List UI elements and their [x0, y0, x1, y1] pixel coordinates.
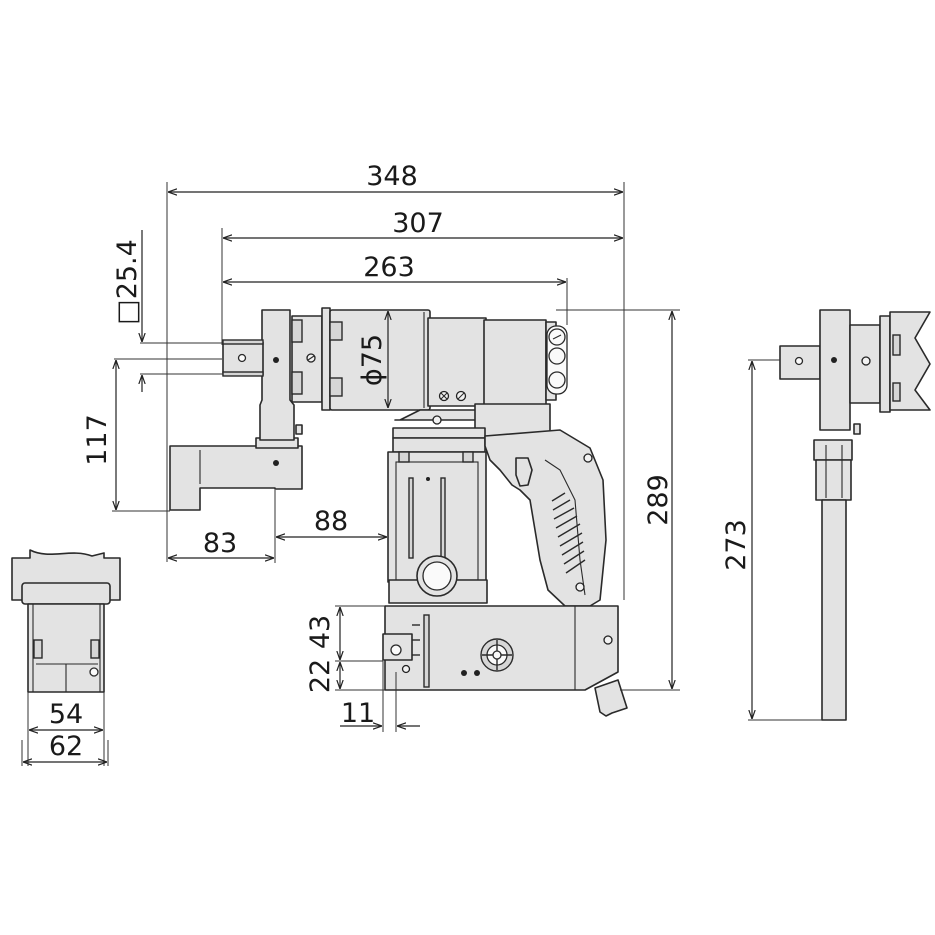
dim-overall-length: 348	[366, 161, 418, 192]
side-view	[169, 307, 628, 717]
dim-length-to-motor: 263	[363, 252, 415, 283]
motor-housing	[427, 317, 568, 417]
handle-grip	[484, 429, 607, 607]
dimension-labels: 348 307 263 □25.4 117 ϕ75 83 88 289 43 2…	[49, 161, 752, 762]
gear-column	[387, 427, 488, 604]
dim-front-inner: 54	[49, 699, 83, 730]
dial-switch-icon	[480, 638, 514, 672]
base-box	[382, 605, 619, 691]
front-end-view	[11, 549, 121, 693]
dim-front-outer: 62	[49, 731, 83, 762]
dim-base-step: 11	[341, 698, 375, 729]
dim-foot-to-handle: 88	[314, 506, 348, 537]
dim-foot-length: 83	[203, 528, 237, 559]
gear-head	[321, 307, 431, 411]
power-cord	[594, 679, 628, 717]
dim-base-upper: 43	[305, 615, 336, 649]
rear-socket-view	[779, 309, 931, 721]
dim-socket-offset: 117	[82, 414, 113, 466]
reaction-arm	[255, 309, 303, 449]
dim-motor-diameter: ϕ75	[357, 334, 388, 386]
dim-length-to-socket: 307	[392, 208, 444, 239]
socket-coupling	[291, 315, 323, 403]
dim-overall-height: 289	[643, 474, 674, 526]
square-drive	[222, 339, 264, 377]
grip-ridges	[551, 492, 586, 574]
dim-base-lower: 22	[305, 659, 336, 693]
dim-square-drive: □25.4	[112, 239, 143, 325]
dimension-lines	[21, 182, 822, 766]
reaction-foot	[169, 445, 303, 511]
dim-reaction-arm: 273	[721, 519, 752, 571]
